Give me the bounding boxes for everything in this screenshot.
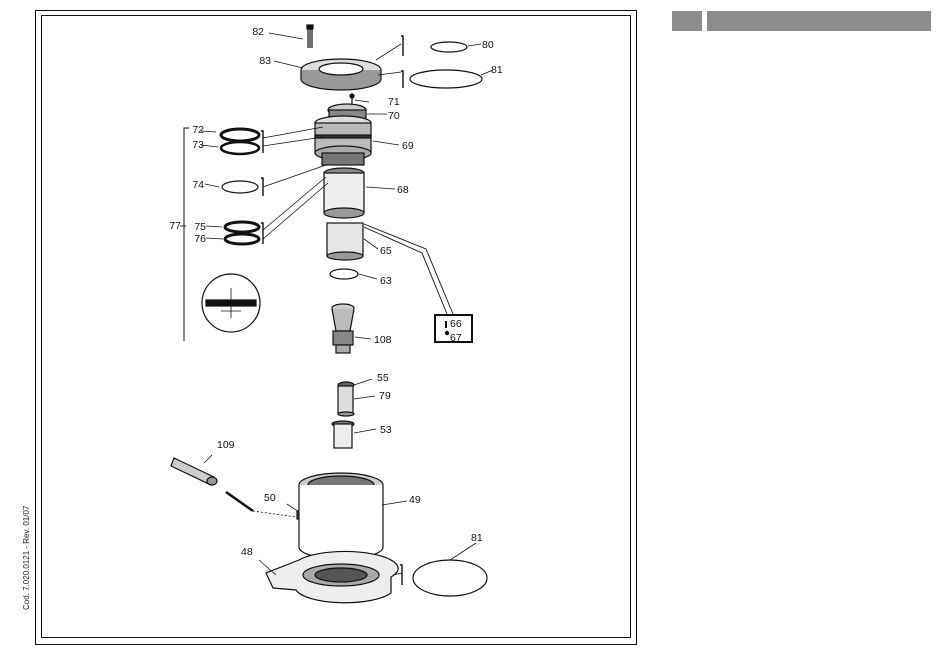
- part-55-79-valve: [338, 379, 375, 416]
- part-80-oring: [431, 42, 467, 52]
- label-76: 76: [194, 233, 206, 245]
- part-83-flange: [274, 36, 403, 90]
- label-79: 79: [379, 390, 391, 402]
- part-53-cup: [332, 421, 376, 448]
- label-65: 65: [380, 245, 392, 257]
- exploded-parts-diagram: 82 83 80 81 71 70 72 73 69 74 68 77 75 7…: [41, 15, 631, 638]
- label-66: 66: [450, 318, 462, 330]
- label-72: 72: [192, 124, 204, 136]
- document-code-revision: Cod. 7.020.0121 - Rev. 01/07: [22, 506, 31, 610]
- part-82-screw: [269, 25, 313, 48]
- label-83: 83: [259, 55, 271, 67]
- header-tab-long: [707, 11, 931, 31]
- label-109: 109: [217, 439, 235, 451]
- part-108-nozzle: [332, 304, 371, 353]
- part-48-base: [259, 552, 402, 603]
- label-81-bottom: 81: [471, 532, 483, 544]
- part-109-fitting: [171, 455, 217, 485]
- part-72-ring: [221, 129, 259, 141]
- label-53: 53: [380, 424, 392, 436]
- part-69-valve-body: [315, 116, 399, 165]
- part-74-ring: [222, 181, 258, 193]
- label-71: 71: [388, 96, 400, 108]
- part-49-housing: [299, 473, 407, 559]
- label-50: 50: [264, 492, 276, 504]
- detail-magnifier: [202, 274, 260, 332]
- label-82: 82: [252, 26, 264, 38]
- label-73: 73: [192, 139, 204, 151]
- label-67: 67: [450, 332, 462, 344]
- label-80: 80: [482, 39, 494, 51]
- part-63-ring: [330, 269, 358, 279]
- label-70: 70: [388, 110, 400, 122]
- label-49: 49: [409, 494, 421, 506]
- label-77: 77: [169, 220, 181, 232]
- part-65-piston: [327, 223, 378, 260]
- label-48: 48: [241, 546, 253, 558]
- label-81-top: 81: [491, 64, 503, 76]
- label-69: 69: [402, 140, 414, 152]
- label-55: 55: [377, 372, 389, 384]
- part-81-bottom-oring: [413, 560, 487, 596]
- label-108: 108: [374, 334, 392, 346]
- label-68: 68: [397, 184, 409, 196]
- part-76-ring: [225, 234, 259, 244]
- part-75-ring: [225, 222, 259, 232]
- label-74: 74: [192, 179, 204, 191]
- label-75: 75: [194, 221, 206, 233]
- part-81-top-oring: [410, 70, 482, 88]
- header-tab-small: [672, 11, 702, 31]
- part-77-bracket: [184, 128, 189, 341]
- part-73-ring: [221, 142, 259, 154]
- label-63: 63: [380, 275, 392, 287]
- part-68-sleeve: [324, 168, 395, 218]
